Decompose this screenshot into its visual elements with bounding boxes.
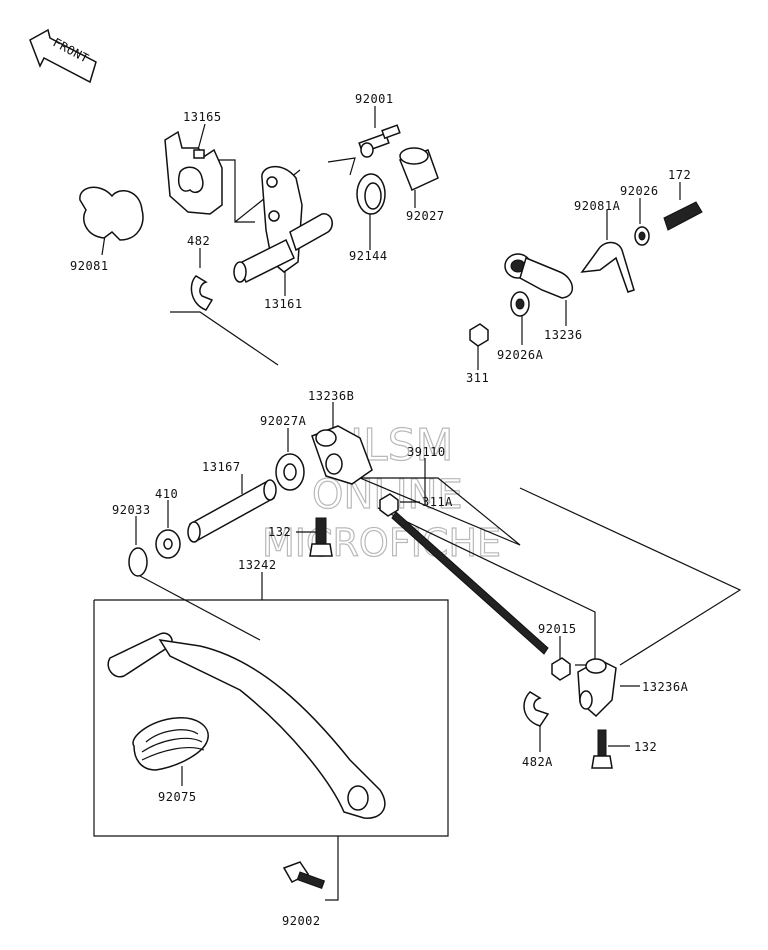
- label-92033: 92033: [112, 503, 151, 517]
- pedal-13242: [107, 632, 386, 819]
- label-132-a: 132: [268, 525, 291, 539]
- label-13165: 13165: [183, 110, 222, 124]
- shaft-13167: [187, 479, 277, 543]
- bolt-132-a: [309, 517, 333, 557]
- label-92144: 92144: [349, 249, 388, 263]
- collar-92027: [399, 147, 439, 192]
- label-92027: 92027: [406, 209, 445, 223]
- washer-92026a: [510, 291, 530, 317]
- label-13236b: 13236B: [308, 389, 354, 403]
- spring-92081a: [580, 241, 635, 293]
- clamp-13236b: [311, 425, 373, 485]
- label-92081a: 92081A: [574, 199, 621, 213]
- label-92081: 92081: [70, 259, 109, 273]
- label-13161: 13161: [264, 297, 303, 311]
- stud-172: [663, 201, 703, 231]
- bolt-132-b: [591, 729, 613, 769]
- washer-92026: [634, 226, 650, 246]
- label-13236: 13236: [544, 328, 583, 342]
- clamp-13236a: [577, 658, 617, 718]
- label-92026: 92026: [620, 184, 659, 198]
- clip-92033: [128, 547, 148, 577]
- label-311a: 311A: [422, 495, 453, 509]
- label-311: 311: [466, 371, 489, 385]
- shaft-13161: [233, 166, 333, 284]
- rubber-92075: [132, 717, 209, 771]
- label-92075: 92075: [158, 790, 197, 804]
- label-39110: 39110: [407, 445, 446, 459]
- rod-39110: [391, 511, 549, 655]
- label-92001: 92001: [355, 92, 394, 106]
- watermark-line3: MICROFICHE: [262, 521, 501, 565]
- lever-13236: [504, 253, 573, 299]
- washer-92027a: [275, 453, 305, 491]
- label-13167: 13167: [202, 460, 241, 474]
- washer-410: [155, 529, 181, 559]
- label-172: 172: [668, 168, 691, 182]
- front-arrow: FRONT: [29, 28, 97, 84]
- label-92026a: 92026A: [497, 348, 544, 362]
- label-482a: 482A: [522, 755, 553, 769]
- nut-311a: [379, 493, 399, 517]
- label-92015: 92015: [538, 622, 577, 636]
- eclip-482: [190, 275, 214, 311]
- label-13242: 13242: [238, 558, 277, 572]
- plate-13165: [164, 130, 223, 215]
- label-132-b: 132: [634, 740, 657, 754]
- nut-311: [469, 323, 489, 347]
- label-92027a: 92027A: [260, 414, 307, 428]
- bolt-92002: [282, 861, 326, 890]
- label-13236a: 13236A: [642, 680, 689, 694]
- watermark: HLSM ONLINE MICROFICHE: [261, 419, 501, 565]
- circlip-92081: [79, 186, 144, 241]
- label-92002: 92002: [282, 914, 321, 928]
- nut-92015: [551, 657, 571, 681]
- label-482: 482: [187, 234, 210, 248]
- label-410: 410: [155, 487, 178, 501]
- pin-92001: [358, 124, 401, 158]
- spring-92144: [327, 157, 386, 215]
- eclip-482a: [523, 691, 550, 727]
